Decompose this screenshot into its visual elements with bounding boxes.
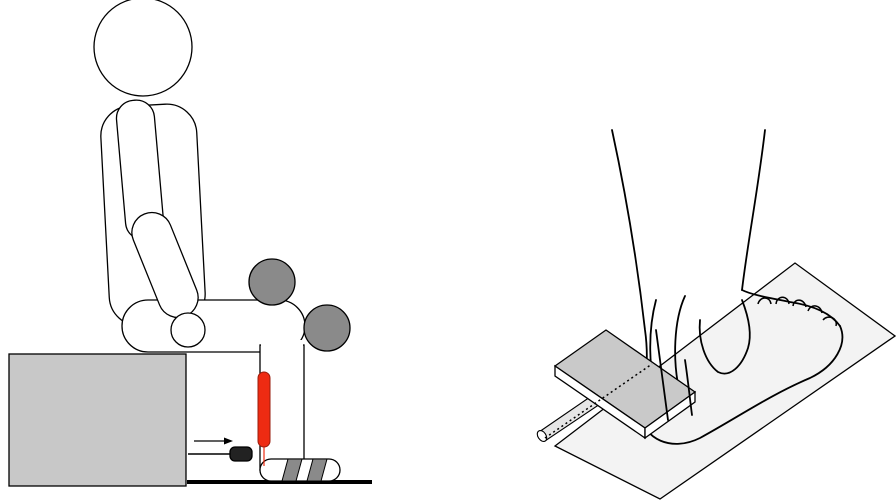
plate-end-icon (644, 390, 696, 440)
dotted-line-icon (544, 363, 653, 439)
head-icon (93, 0, 193, 97)
knee-pad-icon (248, 258, 296, 306)
left-panel (8, 0, 372, 487)
muscle-marker-icon (257, 371, 271, 466)
seat-block-icon (8, 353, 187, 487)
hand-icon (170, 312, 206, 348)
sheet-icon (553, 262, 896, 500)
probe-icon (229, 446, 253, 462)
right-panel (536, 129, 896, 500)
toes-icon (757, 296, 837, 327)
knee-pad-front-icon (303, 304, 351, 352)
arrow-icon (194, 437, 233, 445)
foot-strap-icon (281, 458, 328, 482)
